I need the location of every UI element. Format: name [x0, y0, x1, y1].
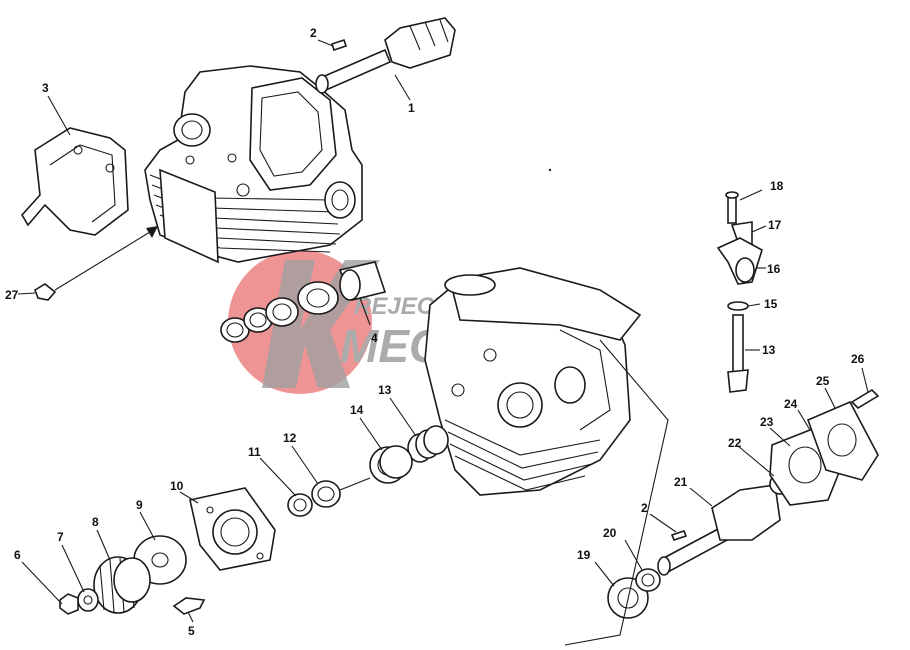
callout-26: 26	[851, 352, 865, 366]
callout-11: 11	[248, 445, 261, 459]
callout-20: 20	[603, 526, 617, 540]
callout-6: 6	[14, 548, 21, 562]
part-10-flange	[189, 487, 276, 571]
part-5-bolt	[172, 597, 206, 615]
callout-7: 7	[57, 530, 64, 544]
callout-27: 27	[5, 288, 19, 302]
callout-8: 8	[92, 515, 99, 529]
callout-19: 19	[577, 548, 591, 562]
callout-5: 5	[188, 624, 195, 638]
assembly-arrow	[54, 226, 158, 291]
part-27-plug	[34, 283, 57, 301]
part-2-key-upper	[330, 38, 348, 52]
leader-lines	[17, 39, 869, 623]
part-13-spring	[407, 425, 449, 463]
alignment-line	[564, 339, 669, 646]
callout-18: 18	[770, 179, 784, 193]
rear-cylinder-head	[144, 65, 363, 264]
part-21-camshaft	[657, 484, 781, 576]
callout-25: 25	[816, 374, 830, 388]
callout-17: 17	[768, 218, 782, 232]
parts-13-18-sensor-assembly	[716, 191, 763, 393]
part-3-cover	[21, 127, 129, 236]
parts-22-26-end-cover	[769, 388, 880, 506]
callout-2-upper: 2	[310, 26, 317, 40]
part-8-gear	[93, 556, 151, 614]
part-14-bearing	[369, 445, 413, 484]
part-1-camshaft	[315, 17, 456, 94]
callout-21: 21	[674, 475, 688, 489]
front-cylinder-head	[424, 267, 642, 496]
parts-19-20-bearing	[607, 568, 661, 619]
callout-1: 1	[408, 101, 415, 115]
callout-3: 3	[42, 81, 49, 95]
callout-15: 15	[764, 297, 778, 311]
parts-6-7-nut-washer	[59, 588, 99, 615]
callout-4: 4	[371, 331, 378, 345]
callout-24: 24	[784, 397, 798, 411]
callout-12: 12	[283, 431, 297, 445]
callout-23: 23	[760, 415, 774, 429]
callout-2-lower: 2	[641, 501, 648, 515]
callout-13-spring: 13	[378, 383, 392, 397]
callout-numbers: 2 1 3 27 4 5 6 7 8 9 10 11 12 14 13 13 1…	[5, 26, 865, 638]
part-2-key-lower	[670, 530, 688, 541]
callout-13-sensor: 13	[762, 343, 776, 357]
callout-14: 14	[350, 403, 364, 417]
parts-11-12-rings	[287, 477, 371, 517]
callout-22: 22	[728, 436, 742, 450]
callout-10: 10	[170, 479, 184, 493]
part-4-seal-stack	[220, 261, 387, 343]
callout-9: 9	[136, 498, 143, 512]
callout-16: 16	[767, 262, 781, 276]
stray-dot	[548, 168, 552, 172]
